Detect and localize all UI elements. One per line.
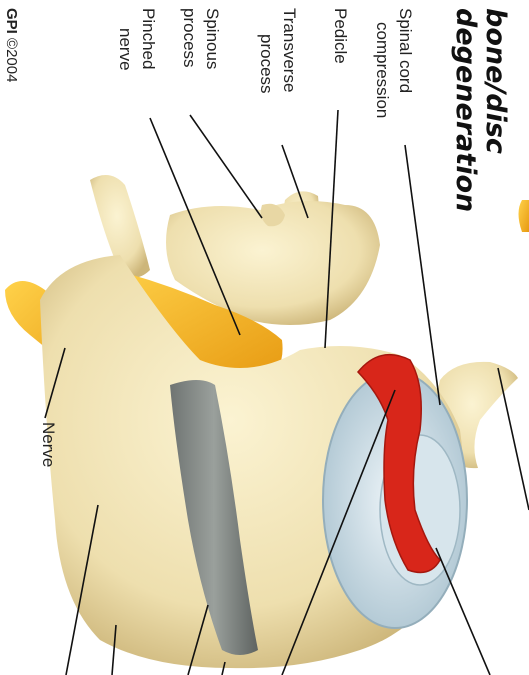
label-spinous-1: Spinous [203,8,222,69]
brand-name: GPI [3,8,20,34]
copyright: GPI ©2004 [3,8,20,82]
copyright-year: ©2004 [3,38,20,82]
label-spinous-2: process [180,8,199,68]
label-transverse-2: process [257,34,276,94]
label-nerve: Nerve [39,422,58,467]
title-line-2: degeneration [451,8,480,212]
label-pedicle: Pedicle [331,8,350,64]
leader-spinous [190,115,262,218]
label-spinal-cord-1: Spinal cord [396,8,415,93]
label-transverse-1: Transverse [280,8,299,92]
nerve-fragment [519,200,529,232]
label-pinched-2: nerve [116,28,135,71]
label-spinal-cord-2: compression [373,22,392,118]
title-line-1: bone/disc [481,8,510,154]
label-pinched-1: Pinched [139,8,158,69]
